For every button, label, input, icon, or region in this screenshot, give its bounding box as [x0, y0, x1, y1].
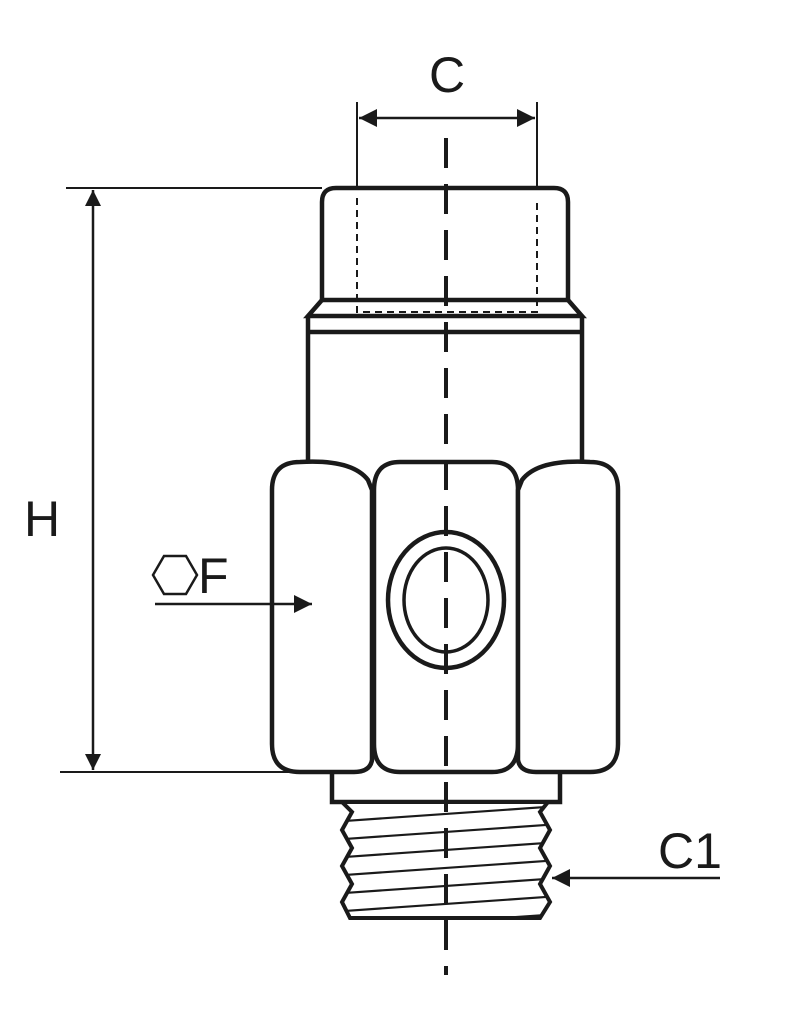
label-c: C	[429, 47, 465, 103]
label-f: F	[198, 548, 229, 604]
dimension-f: F	[151, 548, 312, 613]
dimension-c1: C1	[552, 823, 722, 887]
label-c1: C1	[658, 823, 722, 879]
threaded-end	[337, 800, 553, 920]
label-h: H	[24, 491, 60, 547]
dimension-c: C	[356, 47, 538, 188]
hexagon-icon	[151, 554, 199, 596]
dimension-h: H	[24, 187, 322, 773]
